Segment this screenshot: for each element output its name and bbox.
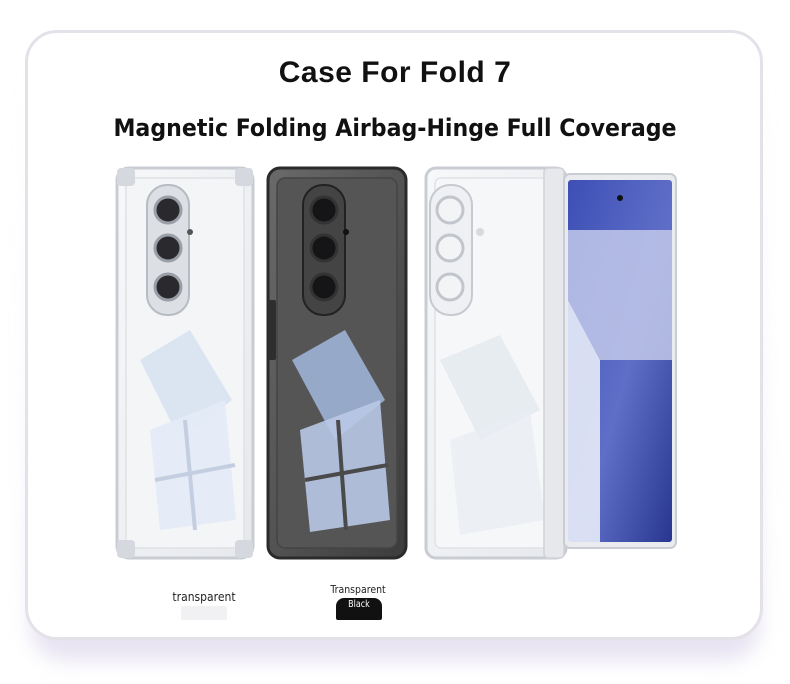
- product-title: Case For Fold 7: [278, 56, 512, 89]
- variant-black-label: Black: [348, 599, 370, 610]
- product-subtitle: Magnetic Folding Airbag-Hinge Full Cover…: [113, 114, 677, 142]
- phone-transparent-black: [266, 166, 408, 560]
- variant-transparent-label: transparent: [172, 590, 236, 604]
- phone-transparent: [115, 166, 255, 560]
- variant-transparent-swatch[interactable]: [181, 606, 227, 620]
- phone-unfolded: [424, 166, 677, 560]
- variant-black-label-top: Transparent: [330, 583, 386, 596]
- variant-black-swatch[interactable]: [336, 598, 382, 620]
